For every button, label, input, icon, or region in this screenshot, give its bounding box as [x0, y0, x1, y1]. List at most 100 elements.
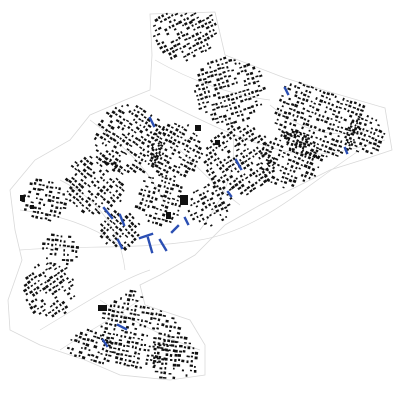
- building: [156, 32, 161, 36]
- building: [170, 216, 174, 220]
- street-line: [89, 119, 171, 221]
- building: [192, 132, 196, 136]
- building: [173, 326, 176, 329]
- building: [167, 16, 171, 20]
- building: [153, 347, 157, 351]
- building: [156, 357, 161, 360]
- building: [356, 130, 359, 134]
- building: [120, 353, 124, 356]
- building: [150, 136, 155, 140]
- building: [176, 32, 180, 36]
- building: [337, 125, 340, 129]
- building: [113, 304, 116, 308]
- building: [226, 203, 231, 207]
- building: [246, 62, 251, 67]
- building: [155, 138, 159, 142]
- building: [80, 184, 85, 189]
- building: [226, 84, 230, 88]
- building: [255, 146, 259, 150]
- building: [157, 217, 161, 220]
- building: [224, 61, 229, 64]
- building: [197, 73, 201, 77]
- large-building: [98, 305, 107, 311]
- building: [121, 188, 125, 192]
- building: [59, 201, 63, 205]
- building: [146, 133, 150, 137]
- building: [270, 145, 274, 149]
- building: [274, 111, 278, 115]
- building: [78, 195, 82, 199]
- building: [77, 169, 81, 173]
- building: [162, 376, 167, 379]
- building: [56, 234, 59, 237]
- building: [319, 158, 324, 162]
- building: [96, 161, 99, 165]
- building: [306, 109, 311, 113]
- building: [159, 172, 164, 176]
- building: [227, 98, 231, 101]
- building: [256, 94, 260, 97]
- building: [138, 206, 142, 210]
- building: [65, 262, 69, 266]
- building: [351, 119, 355, 122]
- building: [134, 346, 138, 350]
- building: [250, 183, 255, 188]
- building: [171, 141, 176, 146]
- building: [157, 15, 161, 20]
- building: [181, 24, 185, 27]
- building: [140, 188, 144, 192]
- building: [139, 124, 142, 127]
- building: [126, 243, 131, 248]
- building: [354, 112, 358, 116]
- building: [55, 186, 58, 189]
- building: [69, 297, 73, 300]
- building: [158, 360, 161, 363]
- building: [75, 245, 80, 249]
- building: [194, 38, 198, 42]
- building: [362, 128, 365, 131]
- building: [121, 349, 125, 352]
- building: [219, 160, 223, 164]
- building: [61, 259, 66, 261]
- building: [356, 107, 360, 111]
- building: [220, 176, 223, 179]
- building: [163, 371, 167, 375]
- building: [350, 110, 355, 114]
- building: [149, 358, 153, 362]
- building: [156, 346, 161, 349]
- building: [132, 360, 135, 364]
- building: [119, 199, 122, 203]
- building: [259, 183, 264, 187]
- building: [44, 281, 47, 284]
- building: [143, 343, 147, 347]
- building: [198, 87, 201, 91]
- building: [173, 18, 176, 22]
- building: [206, 199, 210, 202]
- building: [288, 148, 292, 152]
- building: [229, 107, 233, 110]
- building: [160, 194, 164, 198]
- building: [238, 95, 243, 98]
- building: [66, 253, 69, 257]
- building: [324, 145, 328, 149]
- building: [160, 204, 165, 207]
- building: [190, 203, 193, 207]
- building: [195, 41, 200, 46]
- building: [224, 118, 227, 121]
- building: [191, 34, 195, 38]
- building: [63, 266, 68, 270]
- building: [100, 228, 104, 233]
- building: [287, 158, 292, 162]
- building: [208, 20, 212, 24]
- building: [59, 207, 62, 210]
- building: [107, 312, 111, 316]
- building: [152, 24, 157, 27]
- building: [236, 114, 240, 117]
- building: [93, 335, 97, 338]
- building: [153, 186, 157, 190]
- building: [140, 296, 144, 299]
- building: [158, 174, 161, 177]
- building: [34, 291, 39, 295]
- building: [210, 155, 214, 159]
- building: [234, 138, 238, 142]
